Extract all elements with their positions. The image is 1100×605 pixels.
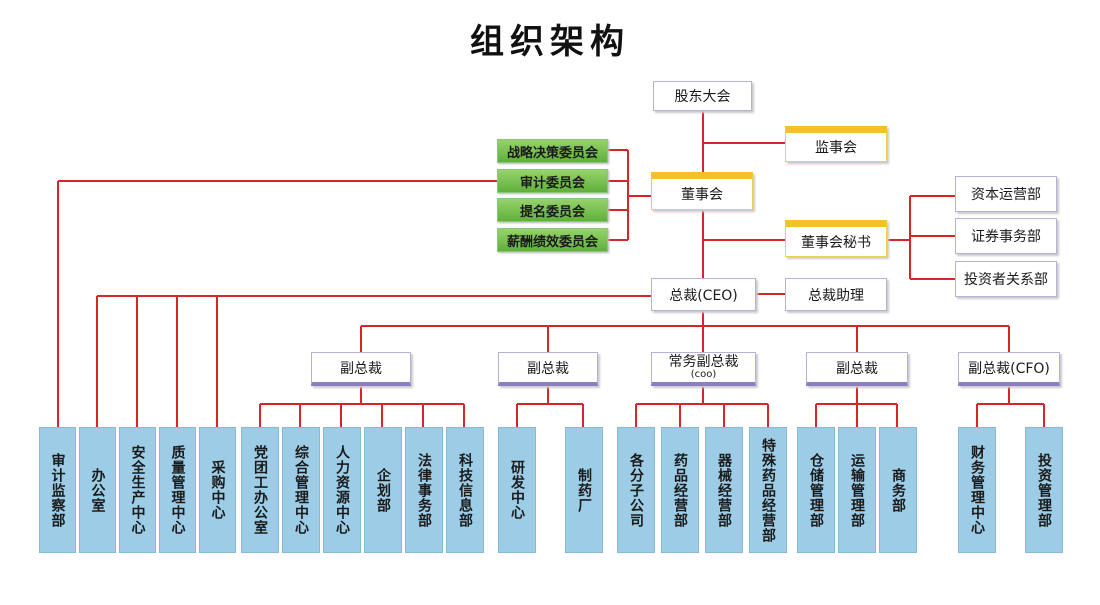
board-box[interactable]: 董事会 (651, 172, 753, 210)
dept-legal[interactable]: 法律事务部 (405, 427, 443, 553)
committee-compensation[interactable]: 薪酬绩效委员会 (497, 228, 608, 252)
dept-party-office[interactable]: 党团工办公室 (241, 427, 279, 553)
dept-investment[interactable]: 投资管理部 (1025, 427, 1063, 553)
dept-warehouse[interactable]: 仓储管理部 (797, 427, 835, 553)
vp1-label: 副总裁 (340, 360, 382, 377)
dept-planning[interactable]: 企划部 (364, 427, 402, 553)
dept-commerce[interactable]: 商务部 (879, 427, 917, 553)
dept-drug-business[interactable]: 药品经营部 (661, 427, 699, 553)
committee-label: 战略决策委员会 (506, 145, 598, 161)
committee-label: 薪酬绩效委员会 (506, 234, 598, 250)
vp1-box[interactable]: 副总裁 (311, 352, 411, 386)
dept-office[interactable]: 办公室 (79, 427, 116, 553)
shareholders-box[interactable]: 股东大会 (653, 81, 752, 111)
investor-relations-label: 投资者关系部 (964, 272, 1048, 288)
cfo-box[interactable]: 副总裁(CFO) (958, 352, 1060, 386)
cfo-label: 副总裁(CFO) (968, 360, 1050, 377)
dept-tech-info[interactable]: 科技信息部 (446, 427, 484, 553)
supervisors-label: 监事会 (815, 140, 857, 156)
board-secretary-box[interactable]: 董事会秘书 (785, 220, 887, 257)
dept-pharma-factory[interactable]: 制药厂 (565, 427, 603, 553)
investor-relations-box[interactable]: 投资者关系部 (955, 261, 1057, 297)
dept-safety-production[interactable]: 安全生产中心 (119, 427, 156, 553)
dept-transport[interactable]: 运输管理部 (838, 427, 876, 553)
shareholders-label: 股东大会 (674, 89, 731, 105)
vp2-box[interactable]: 副总裁 (498, 352, 598, 386)
dept-audit-supervision[interactable]: 审计监察部 (39, 427, 76, 553)
ceo-assistant-label: 总裁助理 (808, 287, 864, 304)
vp3-box[interactable]: 副总裁 (806, 352, 908, 386)
page-title: 组织架构 (470, 22, 630, 62)
capital-operations-label: 资本运营部 (971, 187, 1041, 203)
committee-audit[interactable]: 审计委员会 (497, 169, 608, 193)
board-secretary-label: 董事会秘书 (801, 234, 871, 251)
ceo-box[interactable]: 总裁(CEO) (651, 278, 756, 311)
committee-nomination[interactable]: 提名委员会 (497, 198, 608, 222)
dept-procurement[interactable]: 采购中心 (199, 427, 236, 553)
coo-label: 常务副总裁 (668, 353, 739, 370)
securities-affairs-label: 证券事务部 (971, 229, 1041, 245)
vp2-label: 副总裁 (527, 360, 569, 377)
ceo-assistant-box[interactable]: 总裁助理 (785, 278, 887, 311)
dept-finance[interactable]: 财务管理中心 (958, 427, 996, 553)
committee-label: 提名委员会 (519, 204, 585, 220)
dept-rnd[interactable]: 研发中心 (498, 427, 536, 553)
dept-hr[interactable]: 人力资源中心 (323, 427, 361, 553)
dept-device-business[interactable]: 器械经营部 (705, 427, 743, 553)
coo-sub-label: (coo) (690, 368, 717, 380)
board-label: 董事会 (681, 187, 723, 203)
dept-quality-management[interactable]: 质量管理中心 (159, 427, 196, 553)
committee-label: 审计委员会 (519, 175, 585, 191)
ceo-label: 总裁(CEO) (669, 287, 738, 304)
vp3-label: 副总裁 (836, 360, 878, 377)
coo-box[interactable]: 常务副总裁 (coo) (651, 352, 756, 386)
capital-operations-box[interactable]: 资本运营部 (955, 176, 1057, 212)
supervisors-box[interactable]: 监事会 (785, 126, 887, 162)
committee-strategy[interactable]: 战略决策委员会 (497, 139, 608, 163)
securities-affairs-box[interactable]: 证券事务部 (955, 218, 1057, 254)
dept-subsidiaries[interactable]: 各分子公司 (617, 427, 655, 553)
dept-special-drug-business[interactable]: 特殊药品经营部 (749, 427, 787, 553)
dept-general-management[interactable]: 综合管理中心 (282, 427, 320, 553)
